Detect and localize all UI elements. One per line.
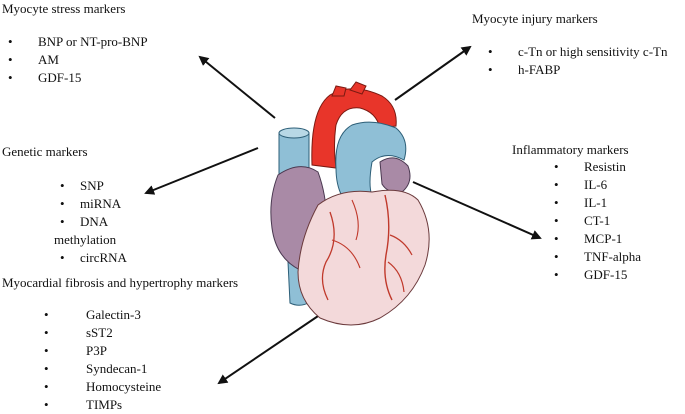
stress-title: Myocyte stress markers: [2, 1, 126, 16]
fibrosis-list: Galectin-3 sST2 P3P Syndecan-1 Homocyste…: [38, 306, 161, 414]
list-item: SNP: [54, 177, 121, 195]
injury-list: c-Tn or high sensitivity c-Tn h-FABP: [482, 43, 667, 79]
genetic-list: SNP miRNA DNA: [54, 177, 121, 231]
list-item: GDF-15: [548, 266, 641, 284]
list-item: DNA: [54, 213, 121, 231]
fibrosis-title: Myocardial fibrosis and hypertrophy mark…: [2, 275, 239, 290]
inflammatory-title: Inflammatory markers: [512, 142, 629, 157]
heart-illustration: [270, 81, 430, 326]
list-item: h-FABP: [482, 61, 667, 79]
arrow-to-fibrosis: [217, 309, 328, 385]
list-item: GDF-15: [2, 69, 148, 87]
list-item: Galectin-3: [38, 306, 161, 324]
list-item: Resistin: [548, 158, 641, 176]
arrow-to-genetic: [144, 147, 259, 195]
genetic-item-continuation: methylation: [54, 232, 117, 247]
list-item: P3P: [38, 342, 161, 360]
list-item: CT-1: [548, 212, 641, 230]
list-item: miRNA: [54, 195, 121, 213]
list-item: IL-1: [548, 194, 641, 212]
inflammatory-list: Resistin IL-6 IL-1 CT-1 MCP-1 TNF-alpha …: [548, 158, 641, 284]
arrow-to-injury: [394, 45, 472, 101]
stress-list: BNP or NT-pro-BNP AM GDF-15: [2, 33, 148, 87]
list-item: MCP-1: [548, 230, 641, 248]
arrow-to-stress: [198, 55, 276, 119]
list-item: sST2: [38, 324, 161, 342]
list-item: Homocysteine: [38, 378, 161, 396]
injury-title: Myocyte injury markers: [472, 11, 598, 26]
arrow-to-inflammatory: [412, 181, 542, 240]
list-item: Syndecan-1: [38, 360, 161, 378]
list-item: BNP or NT-pro-BNP: [2, 33, 148, 51]
genetic-list-tail: circRNA: [54, 249, 127, 267]
list-item: TNF-alpha: [548, 248, 641, 266]
list-item: c-Tn or high sensitivity c-Tn: [482, 43, 667, 61]
genetic-title: Genetic markers: [2, 144, 88, 159]
list-item: TIMPs: [38, 396, 161, 414]
list-item: IL-6: [548, 176, 641, 194]
list-item: AM: [2, 51, 148, 69]
list-item: circRNA: [54, 249, 127, 267]
